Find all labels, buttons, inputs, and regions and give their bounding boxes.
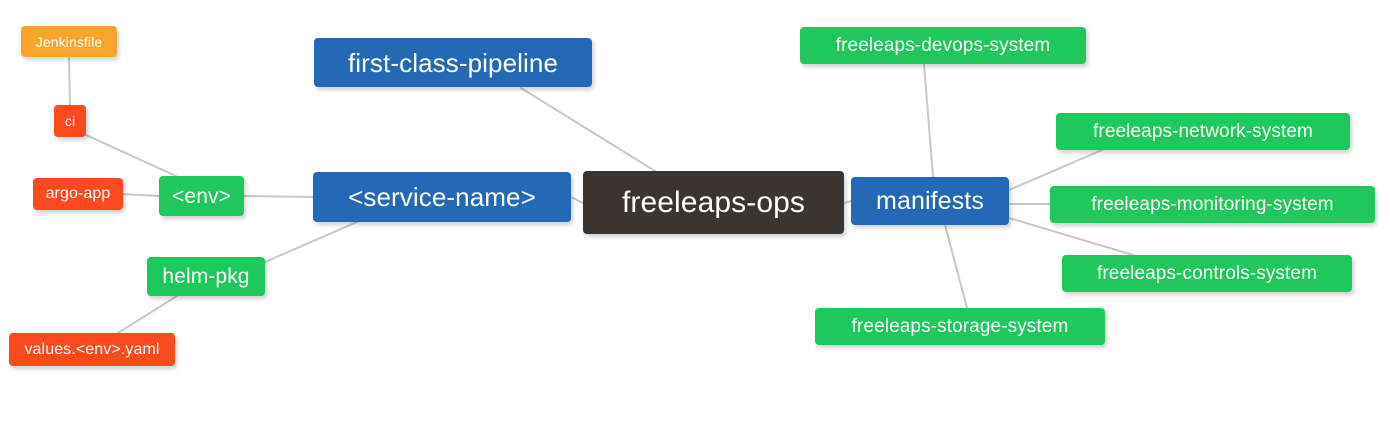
node-label: helm-pkg — [162, 265, 250, 288]
node-label: argo-app — [45, 185, 111, 202]
node-label: values.<env>.yaml — [24, 340, 160, 358]
node-label: freeleaps-devops-system — [835, 35, 1051, 56]
mindmap-node-env[interactable]: <env> — [159, 176, 244, 216]
mindmap-node-jenkinsfile[interactable]: Jenkinsfile — [21, 26, 117, 57]
node-label: first-class-pipeline — [347, 47, 559, 78]
mindmap-node-manifests[interactable]: manifests — [851, 177, 1009, 225]
node-label: freeleaps-controls-system — [1096, 263, 1318, 284]
edge-root-to-first_class — [520, 87, 656, 172]
mindmap-node-root[interactable]: freeleaps-ops — [583, 171, 844, 234]
edge-env-to-argo_app — [122, 193, 160, 197]
edge-manifests-to-storage_system — [944, 224, 968, 309]
edge-manifests-to-devops_system — [923, 63, 934, 178]
edge-service_name-to-helm_pkg — [264, 221, 358, 263]
node-label: freeleaps-monitoring-system — [1091, 194, 1334, 215]
edge-manifests-to-network_system — [1008, 149, 1103, 191]
mindmap-node-values-yaml[interactable]: values.<env>.yaml — [9, 333, 175, 366]
mindmap-node-devops-system[interactable]: freeleaps-devops-system — [800, 27, 1086, 64]
edge-ci-to-jenkinsfile — [68, 56, 71, 106]
node-label: <service-name> — [348, 182, 536, 212]
mindmap-node-helm-pkg[interactable]: helm-pkg — [147, 257, 265, 296]
node-label: Jenkinsfile — [35, 33, 103, 50]
edge-helm_pkg-to-values_yaml — [117, 295, 178, 334]
edge-service_name-to-env — [243, 195, 314, 198]
mindmap-node-storage-system[interactable]: freeleaps-storage-system — [815, 308, 1105, 345]
node-label: <env> — [172, 184, 231, 208]
node-label: freeleaps-storage-system — [851, 316, 1069, 337]
mindmap-node-network-system[interactable]: freeleaps-network-system — [1056, 113, 1350, 150]
edge-root-to-manifests — [843, 200, 852, 204]
node-label: manifests — [876, 186, 984, 215]
mindmap-node-monitoring-system[interactable]: freeleaps-monitoring-system — [1050, 186, 1375, 223]
mindmap-node-controls-system[interactable]: freeleaps-controls-system — [1062, 255, 1352, 292]
node-label: freeleaps-ops — [621, 185, 806, 219]
node-label: ci — [64, 113, 76, 129]
edge-env-to-ci — [85, 134, 177, 177]
mindmap-node-service-name[interactable]: <service-name> — [313, 172, 571, 222]
edge-manifests-to-controls_system — [1008, 217, 1134, 256]
mindmap-node-ci[interactable]: ci — [54, 105, 86, 137]
mindmap-node-first-class[interactable]: first-class-pipeline — [314, 38, 592, 87]
edge-root-to-service_name — [570, 196, 584, 204]
mindmap-node-argo-app[interactable]: argo-app — [33, 178, 123, 210]
node-label: freeleaps-network-system — [1093, 121, 1313, 142]
